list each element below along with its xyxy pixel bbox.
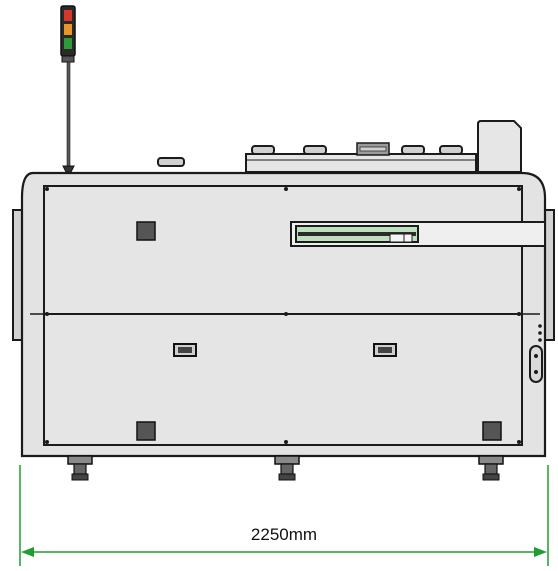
top-fittings [157,120,522,173]
foot-center [274,455,300,481]
latch-pad-bottom-right [482,421,502,441]
indicator-dot [538,331,542,335]
screw [284,440,288,444]
conveyor-stop [389,233,405,243]
indicator-dot [538,324,542,328]
signal-tower [60,5,76,173]
cover-handle-3 [401,145,425,155]
cover-handle-1 [251,145,275,155]
arrow-left-icon [21,547,34,557]
upper-door-panel [43,185,523,315]
signal-light-orange [64,24,72,35]
screw [45,440,49,444]
width-dimension-label: 2250mm [251,525,317,544]
conveyor-stop [403,233,413,243]
panel-screws [45,187,521,444]
screw [517,312,521,316]
cover-handle-2 [303,145,327,155]
signal-light-red [64,10,72,21]
foot-right [478,455,504,481]
conveyor-slot [290,221,546,247]
left-side-panel [12,209,23,341]
screw [284,312,288,316]
side-handle [529,345,543,383]
door-handle-right-grip [378,347,392,353]
latch-pad-top-left [136,221,156,241]
screw [45,187,49,191]
side-handle-screw [534,370,538,374]
top-cover [245,153,477,173]
side-handle-screw [534,354,538,358]
right-side-panel [544,209,555,341]
arrow-right-icon [534,547,547,557]
door-handles [173,343,397,357]
signal-light-green [64,38,72,49]
indicator-dot [538,338,542,342]
signal-tower-base [61,55,75,63]
screw [284,187,288,191]
width-dimension: 2250mm [19,465,549,566]
screw [517,440,521,444]
control-strip [529,324,543,383]
leveling-feet [67,455,504,481]
exhaust-port-ring [359,146,387,152]
cover-handle-4 [439,145,463,155]
signal-tower-mount [62,165,75,173]
screw [517,187,521,191]
foot-left [67,455,93,481]
conveyor-rail [298,232,416,236]
lower-door-panel [43,313,523,446]
door-handle-left-grip [178,347,192,353]
signal-tower-pole [66,61,71,167]
latch-pad-bottom-left [136,421,156,441]
right-top-housing [477,120,522,173]
top-handle-left [157,157,185,167]
screw [45,312,49,316]
